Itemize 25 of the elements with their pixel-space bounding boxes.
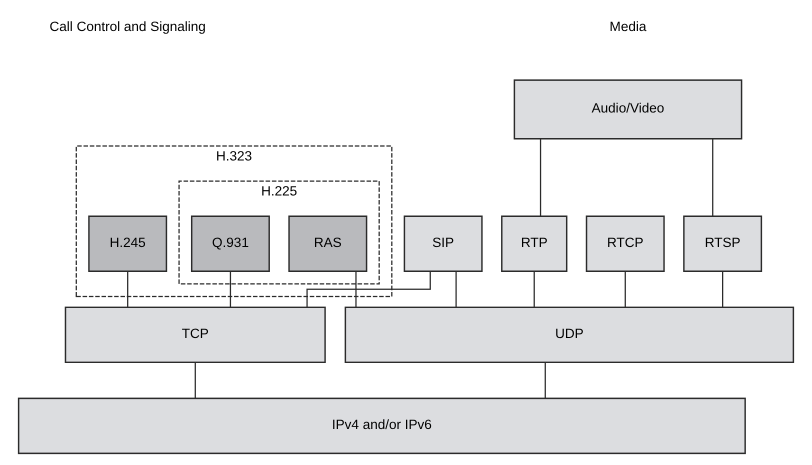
node-box: RTSP <box>683 216 762 272</box>
node-box: IPv4 and/or IPv6 <box>18 398 746 454</box>
label: Call Control and Signaling <box>50 19 206 34</box>
connector <box>712 138 714 216</box>
node-box: TCP <box>64 306 326 364</box>
node-box: RAS <box>288 216 368 272</box>
connector <box>540 138 542 216</box>
label: Media <box>610 19 646 34</box>
node-box: RTP <box>501 216 568 272</box>
connector <box>455 271 457 308</box>
connector <box>230 271 232 308</box>
node-box: RTCP <box>586 216 665 272</box>
node-box: UDP <box>344 306 794 364</box>
connector <box>722 271 724 308</box>
connector <box>544 362 546 398</box>
node-box: Audio/Video <box>514 79 742 140</box>
node-box: SIP <box>404 216 483 272</box>
node-box: Q.931 <box>190 216 270 272</box>
connector <box>306 271 431 308</box>
connector <box>624 271 626 308</box>
connector <box>534 271 535 308</box>
node-box: H.245 <box>88 216 168 272</box>
connector <box>194 362 196 398</box>
connector <box>127 271 128 308</box>
connector <box>355 271 357 308</box>
